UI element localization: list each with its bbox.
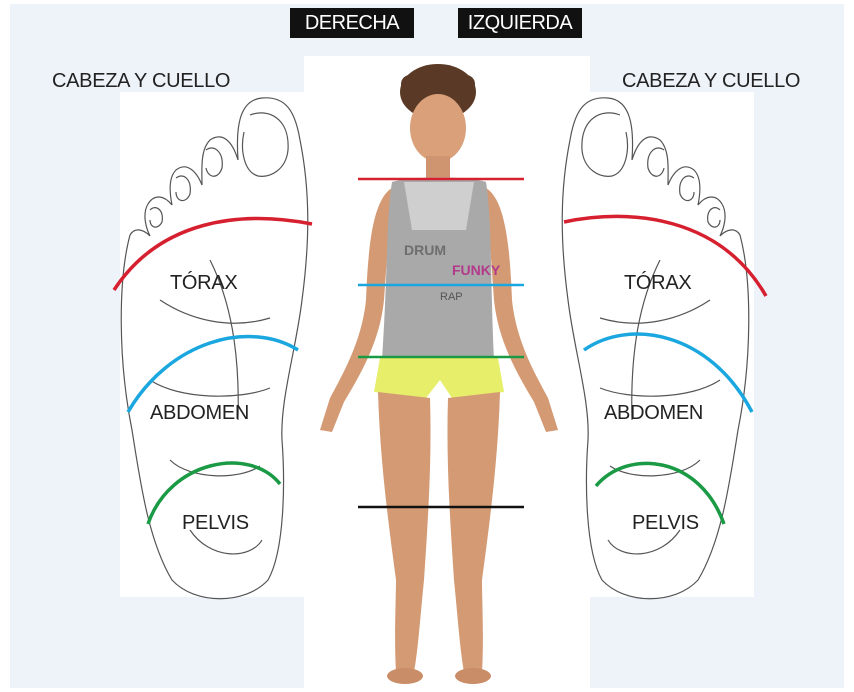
person-figure: DRUM FUNKY RAP	[320, 64, 558, 684]
left-side-label: IZQUIERDA	[458, 8, 582, 38]
left-foot-zone-abdomen: ABDOMEN	[604, 402, 703, 425]
left-foot-title: CABEZA Y CUELLO	[622, 70, 800, 93]
right-foot-zone-pelvis: PELVIS	[182, 512, 249, 535]
right-foot-title: CABEZA Y CUELLO	[52, 70, 230, 93]
shirt-print-drum: DRUM	[404, 242, 446, 258]
right-foot-zone-thorax: TÓRAX	[170, 272, 237, 295]
shirt-print-funky: FUNKY	[452, 262, 501, 278]
right-side-label: DERECHA	[290, 8, 414, 38]
left-thorax-line	[584, 334, 752, 412]
left-foot-zone-thorax: TÓRAX	[624, 272, 691, 295]
shirt-print-rap: RAP	[440, 291, 463, 303]
left-foot-zone-pelvis: PELVIS	[632, 512, 699, 535]
right-thorax-line	[128, 337, 298, 412]
right-foot-zone-abdomen: ABDOMEN	[150, 402, 249, 425]
